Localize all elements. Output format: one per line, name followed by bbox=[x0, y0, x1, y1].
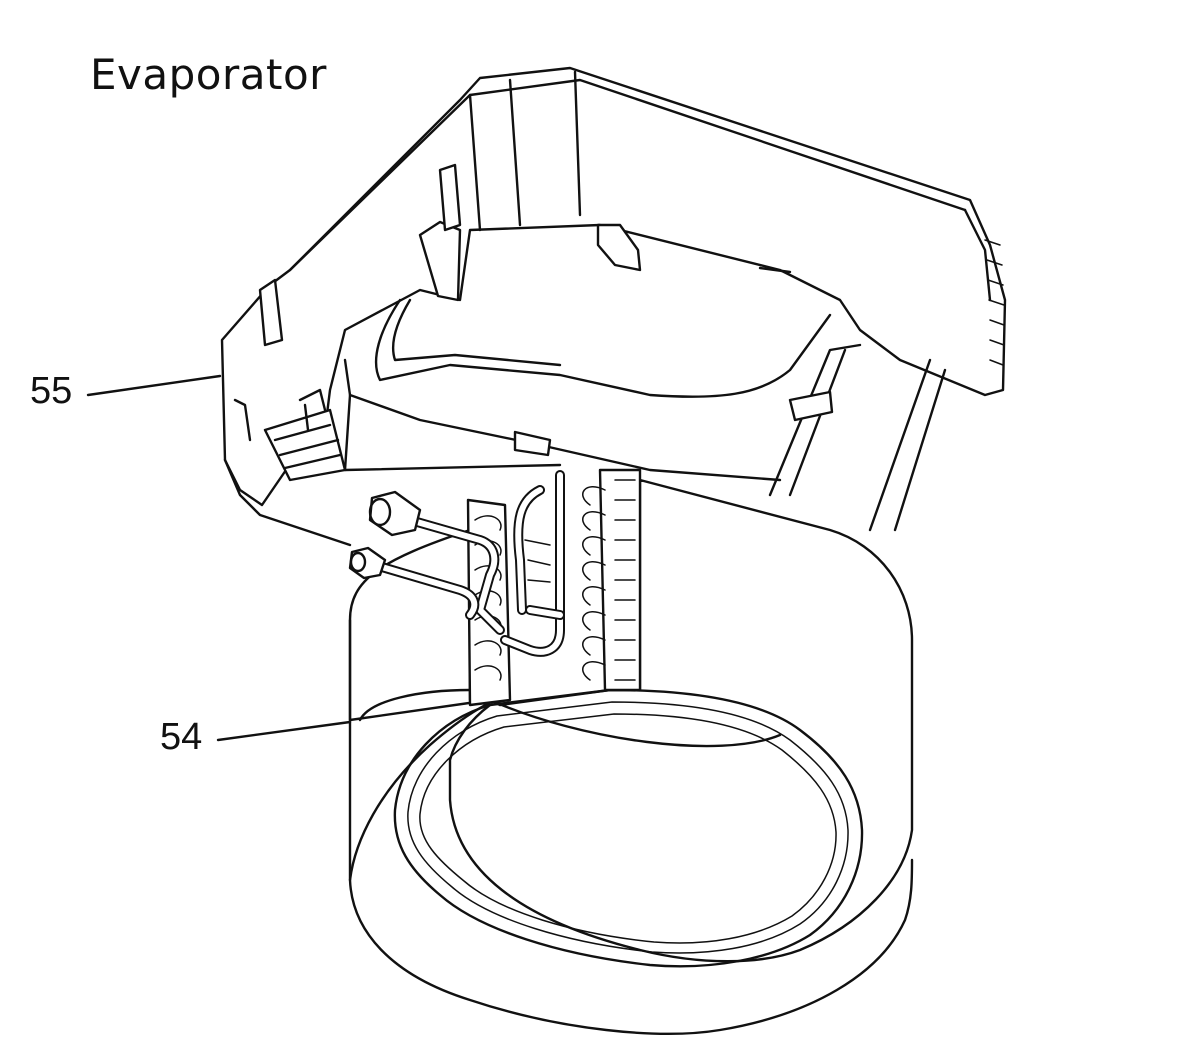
callout-label-55: 55 bbox=[30, 370, 73, 412]
diagram-title: Evaporator bbox=[90, 50, 327, 99]
drain-pan-housing bbox=[220, 66, 1007, 547]
leader-line-54 bbox=[216, 720, 352, 742]
callout-label-54: 54 bbox=[160, 716, 203, 758]
leader-line-55 bbox=[86, 374, 222, 397]
evaporator-coil bbox=[348, 468, 914, 1035]
